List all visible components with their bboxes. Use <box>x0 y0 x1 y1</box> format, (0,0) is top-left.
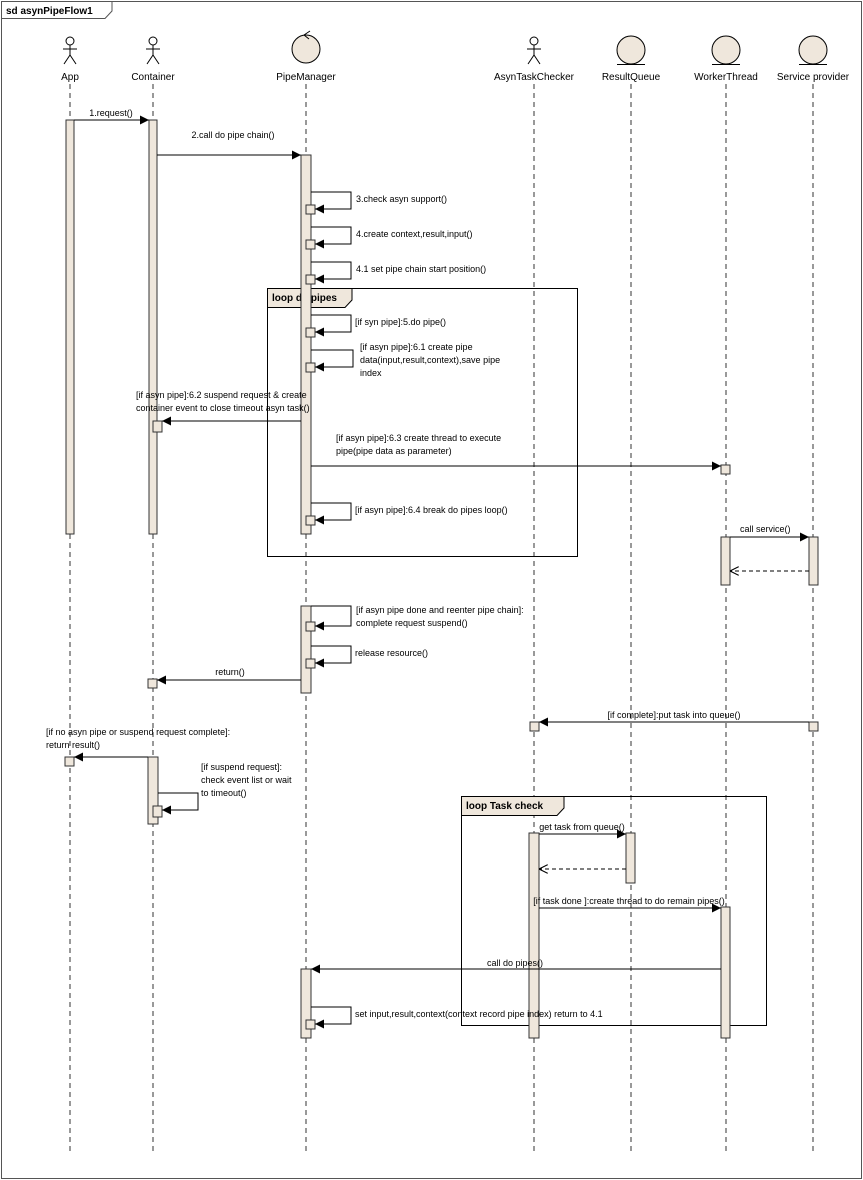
container-activation-2 <box>147 756 159 825</box>
pipemanager-activation-2 <box>300 605 312 694</box>
serviceprovider-box <box>808 721 819 732</box>
put-task-label: [if complete]:put task into queue() <box>607 710 740 720</box>
message-5-arrow <box>311 314 352 337</box>
call-do-pipes-label: call do pipes() <box>487 958 543 968</box>
container-callback-box <box>152 420 163 433</box>
return-label: return() <box>215 667 245 677</box>
message-6-1-label: [if asyn pipe]:6.1 create pipe data(inpu… <box>360 342 503 378</box>
message-6-4-label: [if asyn pipe]:6.4 break do pipes loop() <box>355 505 508 515</box>
message-6-1-arrow <box>311 349 354 372</box>
message-6-3-label: [if asyn pipe]:6.3 create thread to exec… <box>336 433 504 456</box>
reenter-pipe-chain-label: [if asyn pipe done and reenter pipe chai… <box>356 605 526 628</box>
loop-task-check-frame <box>461 796 767 1026</box>
workerthread-activation <box>720 536 731 586</box>
pipemanager-activation-3 <box>300 968 312 1039</box>
return-result-label: [if no asyn pipe or suspend request comp… <box>46 727 233 750</box>
diagram-title: sd asynPipeFlow1 <box>6 6 93 17</box>
workerthread-entity-icon <box>711 35 741 65</box>
participant-pipemanager: PipeManager <box>276 72 336 83</box>
message-2-label: 2.call do pipe chain() <box>191 130 274 140</box>
message-1-label: 1.request() <box>89 108 133 118</box>
pipemanager-self-call-box <box>305 621 316 632</box>
get-task-label: get task from queue() <box>539 822 625 832</box>
pipemanager-self-call-box <box>305 658 316 669</box>
workerthread-activation-2 <box>720 906 731 1039</box>
container-activation <box>148 119 158 535</box>
loop-task-check-title: loop Task check <box>466 801 544 812</box>
release-resource-label: release resource() <box>355 648 428 658</box>
message-4-1-label: 4.1 set pipe chain start position() <box>356 264 486 274</box>
message-4-1-arrow <box>311 261 352 284</box>
workerthread-created-box <box>720 464 731 475</box>
pipemanager-activation <box>300 154 312 535</box>
app-activation <box>65 119 75 535</box>
pipemanager-self-call-box <box>305 239 316 250</box>
asyntaskchecker-box <box>529 721 540 732</box>
participant-workerthread: WorkerThread <box>694 72 758 83</box>
serviceprovider-entity-icon <box>798 35 828 65</box>
call-service-label: call service() <box>740 524 791 534</box>
pipemanager-self-call-box <box>305 362 316 373</box>
serviceprovider-activation <box>808 536 819 586</box>
task-done-label: [if task done ]:create thread to do rema… <box>533 896 725 906</box>
container-return-box <box>147 678 158 689</box>
message-4-arrow <box>311 226 352 249</box>
app-result-box <box>64 756 75 767</box>
loop-task-check-tab <box>461 796 565 816</box>
participant-serviceprovider: Service provider <box>777 72 850 83</box>
app-actor-icon <box>63 36 77 65</box>
pipemanager-self-call-box <box>305 515 316 526</box>
resultqueue-entity-icon <box>616 35 646 65</box>
pipemanager-self-call-box <box>305 274 316 285</box>
loop-do-pipes-frame <box>267 288 578 557</box>
release-resource-arrow <box>311 645 352 668</box>
message-5-label: [if syn pipe]:5.do pipe() <box>355 317 446 327</box>
message-3-label: 3.check asyn support() <box>356 194 447 204</box>
message-6-4-arrow <box>311 502 352 525</box>
pipemanager-self-call-box <box>305 327 316 338</box>
check-event-label: [if suspend request]: check event list o… <box>201 762 294 798</box>
participant-app: App <box>61 72 79 83</box>
pipemanager-control-icon <box>291 30 321 64</box>
participant-container: Container <box>131 72 175 83</box>
asyntaskchecker-activation <box>528 832 540 1039</box>
check-event-arrow <box>158 792 199 815</box>
pipemanager-self-call-box <box>305 1019 316 1030</box>
pipemanager-self-call-box <box>305 204 316 215</box>
reenter-pipe-chain-arrow <box>311 605 352 631</box>
resultqueue-activation <box>625 832 636 884</box>
set-input-label: set input,result,context(context record … <box>355 1009 603 1019</box>
set-input-arrow <box>311 1006 352 1029</box>
message-4-label: 4.create context,result,input() <box>356 229 473 239</box>
message-6-2-label: [if asyn pipe]:6.2 suspend request & cre… <box>136 390 310 413</box>
container-actor-icon <box>146 36 160 65</box>
diagram-title-tab <box>1 1 113 19</box>
participant-asyntaskchecker: AsynTaskChecker <box>494 72 575 83</box>
participant-resultqueue: ResultQueue <box>602 72 661 83</box>
container-self-call-box <box>152 805 163 818</box>
asyntaskchecker-actor-icon <box>527 36 541 65</box>
message-3-arrow <box>311 191 352 214</box>
